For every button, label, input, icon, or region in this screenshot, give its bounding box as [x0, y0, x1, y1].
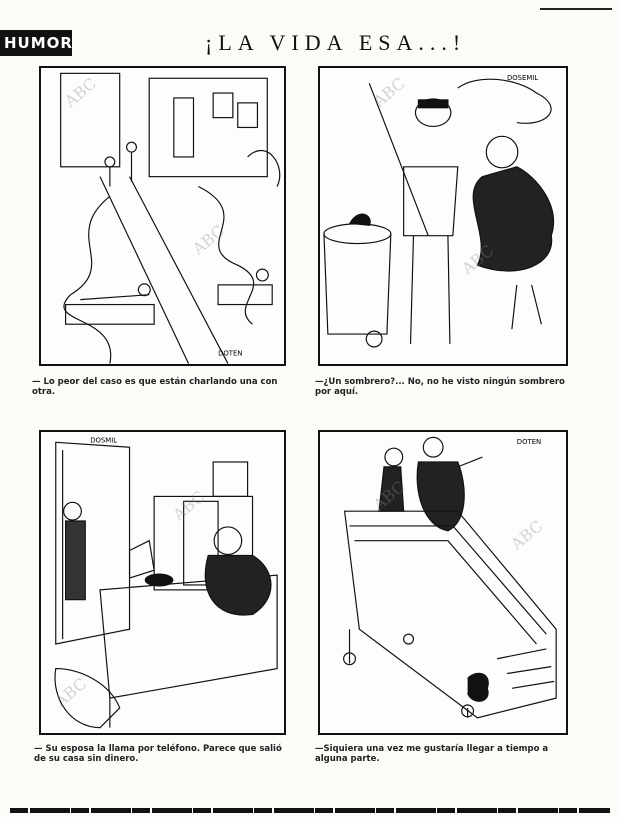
- cartoon-panel-4: ABC ABC DOTEN: [318, 430, 568, 735]
- artist-signature: DOTEN: [218, 350, 242, 358]
- artist-signature: DOSMIL: [90, 436, 117, 444]
- caption-3: — Su esposa la llama por teléfono. Parec…: [34, 744, 282, 764]
- caption-4: —Siquiera una vez me gustaría llegar a t…: [315, 744, 549, 764]
- cartoon-panel-3: ABC ABC DOSMIL: [39, 430, 286, 735]
- page-title: ¡LA VIDA ESA...!: [205, 30, 467, 55]
- artist-signature: DOSEMIL: [507, 74, 538, 82]
- cartoon-illustration-3: ABC ABC DOSMIL: [50, 436, 278, 729]
- artist-signature: DOTEN: [517, 438, 541, 446]
- watermark: ABC: [60, 74, 100, 112]
- watermark: ABC: [369, 74, 409, 112]
- bottom-rule: [10, 808, 610, 813]
- cartoon-illustration-2: ABC ABC DOSEMIL: [323, 74, 554, 348]
- watermark: ABC: [168, 487, 208, 525]
- top-rule: [540, 8, 612, 10]
- cartoon-illustration-4: ABC ABC DOTEN: [343, 436, 557, 719]
- watermark: ABC: [50, 674, 90, 712]
- section-label: HUMOR: [0, 30, 72, 56]
- watermark: ABC: [506, 516, 546, 554]
- caption-1: — Lo peor del caso es que están charland…: [32, 377, 278, 397]
- cartoon-illustration-1: ABC ABC DOTEN: [60, 72, 281, 364]
- caption-2: —¿Un sombrero?... No, no he visto ningún…: [315, 377, 565, 397]
- cartoon-panel-1: ABC ABC DOTEN: [39, 66, 286, 366]
- cartoon-panel-2: ABC ABC DOSEMIL: [318, 66, 568, 366]
